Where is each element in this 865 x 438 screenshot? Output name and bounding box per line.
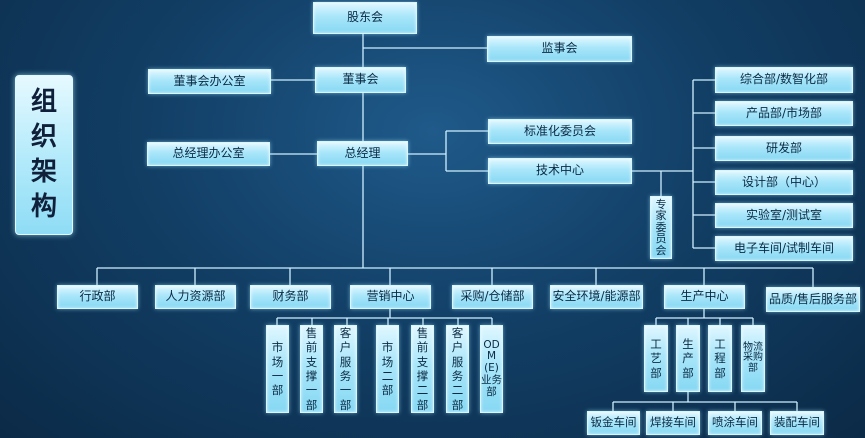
org-chart-title: 组 织 架 构 (15, 75, 73, 235)
node-tech-dept: 设计部（中心） (715, 170, 853, 195)
node-workshop: 钣金车间 (587, 411, 640, 435)
node-marketing-sub: ODM(E)业务部 (480, 325, 503, 413)
title-char: 织 (30, 121, 57, 152)
node-tech-dept: 综合部/数智化部 (715, 67, 853, 93)
node-board: 董事会 (315, 67, 406, 93)
expert-committee-label: 专家委员会 (655, 197, 667, 257)
vertical-label: 售前支撑二部 (416, 325, 429, 412)
node-board-office: 董事会办公室 (148, 69, 271, 94)
title-char: 组 (30, 86, 57, 117)
node-supervisory-board: 监事会 (487, 36, 632, 62)
node-standardization-committee: 标准化委员会 (488, 119, 632, 144)
node-tech-dept: 电子车间/试制车间 (715, 236, 853, 261)
node-department: 行政部 (57, 285, 138, 309)
node-workshop: 装配车间 (770, 411, 824, 435)
node-workshop: 焊接车间 (646, 411, 700, 435)
title-char: 架 (30, 157, 57, 187)
node-production-sub: 生产部 (676, 325, 700, 392)
vertical-label: 工程部 (714, 336, 726, 380)
node-tech-dept: 实验室/测试室 (715, 203, 853, 228)
node-department: 生产中心 (664, 285, 745, 309)
node-production-sub: 工艺部 (644, 325, 668, 392)
node-shareholders: 股东会 (313, 2, 417, 34)
node-department: 财务部 (250, 285, 331, 309)
node-production-sub: 工程部 (708, 325, 732, 392)
vertical-label: ODM(E)业务部 (481, 338, 502, 398)
vertical-label: 工艺部 (650, 336, 662, 380)
node-marketing-sub: 客户服务一部 (334, 325, 357, 413)
node-marketing-sub: 市场一部 (266, 325, 289, 413)
node-gm-office: 总经理办公室 (147, 142, 270, 166)
node-general-manager: 总经理 (317, 141, 408, 166)
title-char: 构 (30, 192, 57, 223)
node-marketing-sub: 售前支撑一部 (300, 325, 323, 413)
vertical-label: 市场二部 (381, 340, 394, 398)
vertical-label: 物流采购部 (743, 341, 763, 374)
node-marketing-sub: 售前支撑二部 (411, 325, 434, 413)
vertical-label: 市场一部 (271, 340, 284, 398)
vertical-label: 售前支撑一部 (305, 325, 318, 412)
node-tech-center: 技术中心 (488, 158, 632, 184)
node-department: 采购/仓储部 (452, 285, 533, 309)
node-department: 安全环境/能源部 (550, 285, 643, 309)
node-production-sub: 物流采购部 (741, 325, 765, 392)
node-expert-committee: 专家委员会 (650, 196, 672, 259)
node-marketing-sub: 客户服务二部 (446, 325, 469, 413)
node-tech-dept: 研发部 (715, 136, 853, 161)
node-marketing-sub: 市场二部 (376, 325, 399, 413)
vertical-label: 生产部 (682, 336, 694, 380)
node-department: 品质/售后服务部 (766, 287, 860, 312)
node-department: 人力资源部 (155, 285, 236, 309)
node-department: 营销中心 (350, 285, 431, 309)
node-workshop: 喷涂车间 (708, 411, 762, 435)
vertical-label: 客户服务一部 (339, 325, 352, 412)
node-tech-dept: 产品部/市场部 (715, 101, 853, 126)
vertical-label: 客户服务二部 (451, 325, 464, 412)
